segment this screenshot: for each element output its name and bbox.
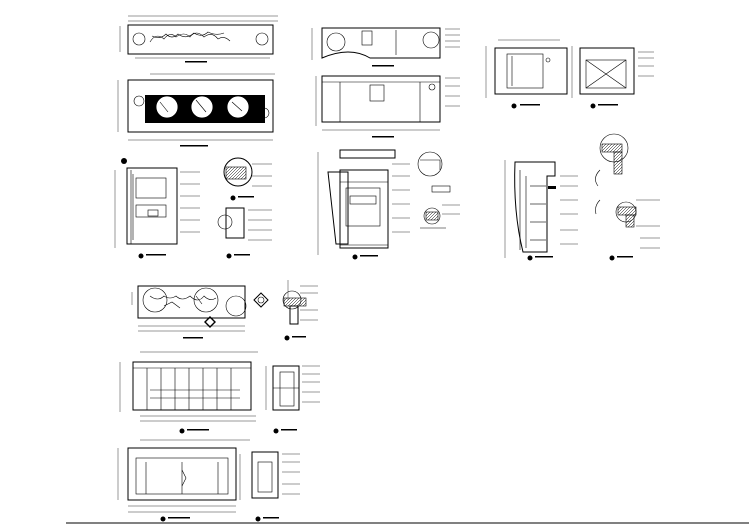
detail-bottom-plan xyxy=(131,280,318,341)
detail-top-left-plan xyxy=(119,15,278,63)
detail-mid-mid-section xyxy=(317,149,460,260)
detail-bottom-elevation-1 xyxy=(119,351,258,434)
detail-top-right-section-a xyxy=(485,39,568,109)
detail-mid-left-section xyxy=(114,157,272,259)
detail-top-mid-plan xyxy=(311,27,460,67)
detail-top-mid-elevation xyxy=(315,75,460,138)
detail-top-right-section-b xyxy=(571,46,654,109)
detail-bottom-elevation-2 xyxy=(117,439,250,522)
detail-top-left-elevation xyxy=(117,73,275,147)
detail-bottom-side-1 xyxy=(265,365,320,434)
detail-bottom-side-2 xyxy=(239,451,300,522)
detail-mid-right-section xyxy=(504,133,660,261)
